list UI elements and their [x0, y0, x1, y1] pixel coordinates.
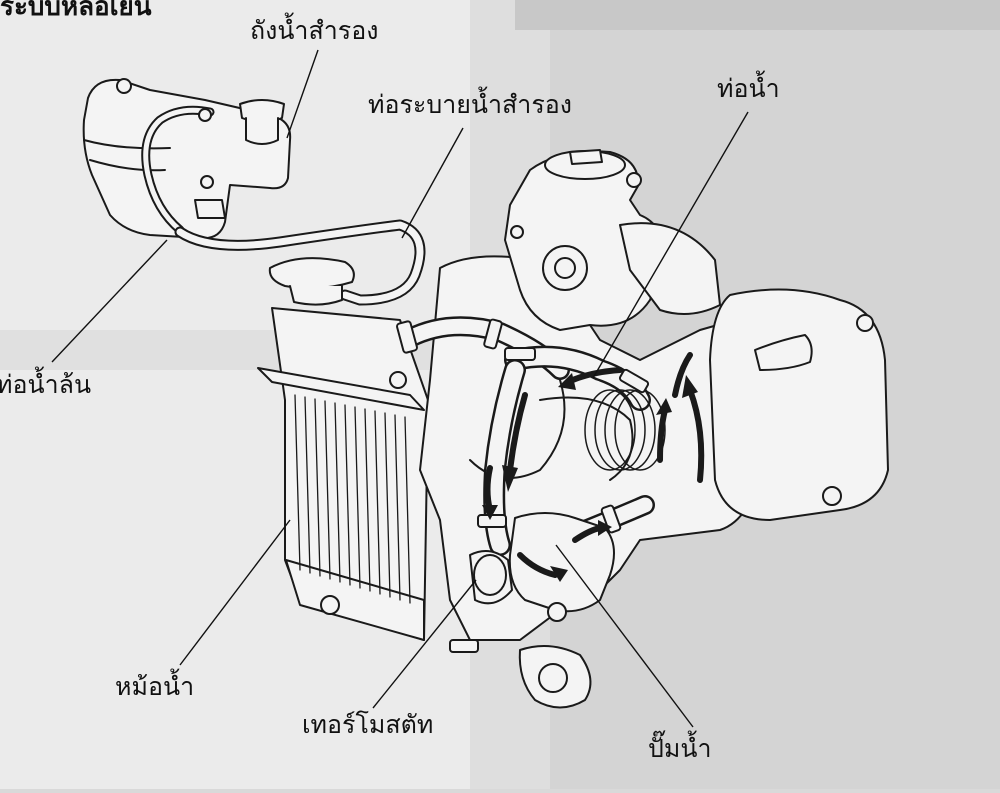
leader-lines [51, 49, 749, 728]
thermostat [469, 550, 513, 605]
leader-reserve-drain-hose [401, 127, 464, 239]
reserve-tank [82, 78, 292, 240]
reserve-tank-cap [239, 99, 285, 145]
leader-water-pump [555, 544, 694, 728]
label-reserve-drain-hose: ท่อระบายน้ำสำรอง [368, 90, 572, 119]
right-cover [709, 288, 889, 521]
label-water-pump: ปั๊มน้ำ [648, 734, 712, 763]
label-reserve-tank: ถังน้ำสำรอง [250, 16, 379, 45]
coolant-flow-arrows [482, 352, 705, 582]
engine-mount [518, 645, 592, 709]
label-overflow-hose: ท่อน้ำล้น [0, 370, 92, 399]
faint-page-block [515, 0, 1000, 30]
leader-water-hose [592, 111, 749, 379]
label-radiator: หม้อน้ำ [115, 672, 195, 701]
leader-overflow-hose [51, 239, 168, 363]
leader-radiator [179, 519, 291, 666]
radiator [257, 307, 429, 641]
label-thermostat: เทอร์โมสตัท [302, 710, 434, 739]
intake-tube [619, 222, 721, 315]
cylinder-fins [584, 389, 666, 471]
hose-clamps [396, 318, 650, 653]
radiator-cap [268, 257, 355, 306]
leader-reserve-tank [286, 49, 319, 139]
leader-thermostat [372, 579, 477, 709]
section-heading: ระบบหล่อเย็น [0, 0, 152, 22]
label-water-hose: ท่อน้ำ [717, 74, 780, 103]
